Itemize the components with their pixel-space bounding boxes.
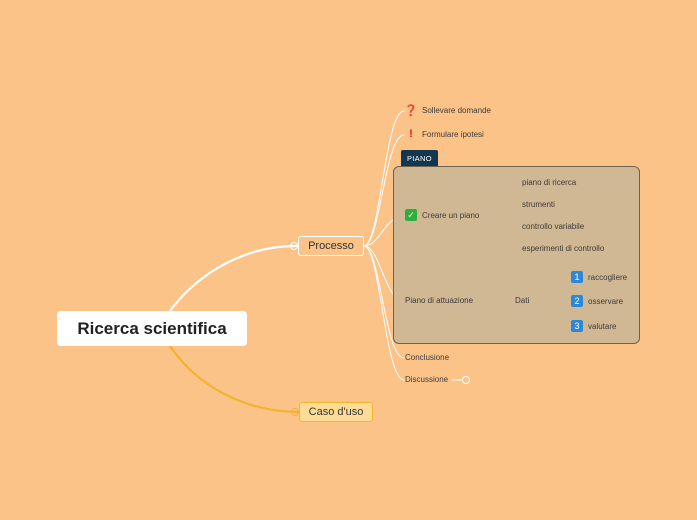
- link-root-processo: [168, 244, 300, 313]
- number-2-icon: 2: [571, 295, 583, 307]
- collapse-toggle-icon[interactable]: [291, 408, 299, 416]
- check-mark-icon: ✓: [405, 209, 417, 221]
- topic-formulare-ipotesi[interactable]: ! Formulare ipotesi: [405, 128, 484, 140]
- boundary-label[interactable]: PIANO: [401, 150, 438, 166]
- topic-label: osservare: [588, 296, 624, 306]
- topic-dati[interactable]: Dati: [515, 296, 530, 305]
- collapse-toggle-icon[interactable]: [290, 242, 298, 250]
- number-1-icon: 1: [571, 271, 583, 283]
- number-3-icon: 3: [571, 320, 583, 332]
- exclamation-mark-icon: !: [409, 128, 413, 140]
- boundary-piano: [393, 166, 640, 344]
- topic-discussione[interactable]: Discussione: [405, 375, 449, 384]
- question-mark-icon: ❓: [404, 104, 418, 117]
- topic-esperimenti-di-controllo[interactable]: esperimenti di controllo: [522, 244, 605, 253]
- topic-sollevare-domande[interactable]: ❓ Sollevare domande: [404, 104, 491, 117]
- topic-label: Formulare ipotesi: [422, 129, 484, 139]
- topic-conclusione[interactable]: Conclusione: [405, 353, 450, 362]
- topic-osservare[interactable]: 2 osservare: [571, 295, 623, 307]
- topic-caso-d-uso[interactable]: Caso d'uso: [299, 402, 373, 422]
- collapse-toggle-icon[interactable]: [462, 376, 470, 384]
- topic-valutare[interactable]: 3 valutare: [571, 320, 616, 332]
- link-processo-formulare: [363, 134, 405, 247]
- link-root-caso: [168, 344, 301, 414]
- link-processo-discussione: [363, 245, 405, 381]
- topic-piano-di-attuazione[interactable]: Piano di attuazione: [405, 296, 474, 305]
- topic-processo[interactable]: Processo: [298, 236, 364, 256]
- link-processo-sollevare: [363, 110, 405, 247]
- root-topic[interactable]: Ricerca scientifica: [57, 311, 247, 346]
- topic-controllo-variabile[interactable]: controllo variabile: [522, 222, 585, 231]
- topic-creare-un-piano[interactable]: ✓ Creare un piano: [405, 209, 479, 221]
- topic-strumenti[interactable]: strumenti: [522, 200, 555, 209]
- topic-label: raccogliere: [588, 272, 628, 282]
- topic-label: valutare: [588, 321, 617, 331]
- topic-label: Creare un piano: [422, 210, 480, 220]
- topic-raccogliere[interactable]: 1 raccogliere: [571, 271, 627, 283]
- topic-piano-di-ricerca[interactable]: piano di ricerca: [522, 178, 577, 187]
- topic-label: Sollevare domande: [422, 105, 491, 115]
